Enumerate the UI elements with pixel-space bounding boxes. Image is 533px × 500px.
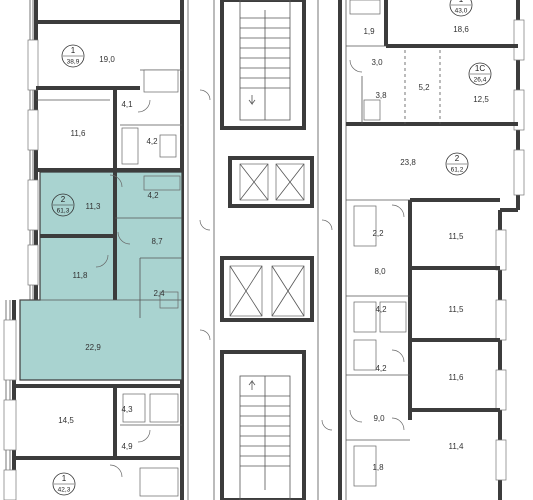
apartment-badge-bottom-left[interactable]: 1 42,3 xyxy=(52,472,76,496)
room-area: 4,9 xyxy=(121,442,133,451)
room-area: 9,0 xyxy=(373,414,385,423)
room-area: 11,5 xyxy=(449,232,465,241)
apartment-rooms: 1 xyxy=(71,46,76,55)
room-area: 4,2 xyxy=(375,364,387,373)
room-area: 11,6 xyxy=(71,129,87,138)
room-area: 11,8 xyxy=(73,271,89,280)
apartment-badge-selected[interactable]: 2 61,3 xyxy=(51,193,75,217)
apartment-area: 61,3 xyxy=(57,208,70,215)
room-area: 23,8 xyxy=(400,158,416,167)
room-area: 4,3 xyxy=(121,405,133,414)
room-area: 11,5 xyxy=(449,305,465,314)
selected-apartment-area[interactable] xyxy=(19,171,183,381)
apartment-badge-studio[interactable]: 1С 26,4 xyxy=(468,62,492,86)
room-area: 8,0 xyxy=(374,267,386,276)
room-area: 3,8 xyxy=(375,91,387,100)
room-area: 8,7 xyxy=(151,237,163,246)
room-area: 11,6 xyxy=(449,373,465,382)
apartment-rooms: 1С xyxy=(475,64,485,73)
right-block xyxy=(338,0,525,500)
left-block xyxy=(0,0,189,500)
room-area: 18,6 xyxy=(453,25,469,34)
room-area: 12,5 xyxy=(473,95,489,104)
room-area: 5,2 xyxy=(418,83,430,92)
stair-steps-bottom xyxy=(240,376,290,490)
apartment-badges: 1 38,9 2 61,3 1 42,3 1 43,0 1С 26,4 xyxy=(51,0,492,496)
apartment-badge-top-right[interactable]: 1 43,0 xyxy=(449,0,473,17)
room-area: 4,1 xyxy=(121,100,133,109)
apartment-rooms: 2 xyxy=(61,195,66,204)
central-core xyxy=(199,0,333,500)
apartment-rooms: 2 xyxy=(455,154,460,163)
room-area: 4,2 xyxy=(146,137,158,146)
apartment-area: 61,2 xyxy=(451,167,464,174)
apartment-badge-right[interactable]: 2 61,2 xyxy=(445,152,469,176)
apartment-area: 26,4 xyxy=(474,77,487,84)
room-labels: 19,0 4,1 11,6 4,2 11,3 4,2 8,7 11,8 2,4 … xyxy=(58,25,489,472)
room-area: 19,0 xyxy=(99,55,115,64)
apartment-rooms: 1 xyxy=(62,474,67,483)
room-area: 4,2 xyxy=(375,305,387,314)
room-area: 1,9 xyxy=(363,27,375,36)
room-area: 1,8 xyxy=(372,463,384,472)
apartment-badge-top-left[interactable]: 1 38,9 xyxy=(61,44,85,68)
apartment-area: 43,0 xyxy=(455,8,468,15)
room-area: 11,4 xyxy=(449,442,465,451)
room-area: 14,5 xyxy=(58,416,74,425)
room-area: 4,2 xyxy=(147,191,159,200)
room-area: 11,3 xyxy=(86,202,102,211)
room-area: 22,9 xyxy=(85,343,101,352)
room-area: 2,4 xyxy=(153,289,165,298)
apartment-area: 38,9 xyxy=(67,59,80,66)
apartment-area: 42,3 xyxy=(58,487,71,494)
room-area: 2,2 xyxy=(372,229,384,238)
apartment-rooms: 1 xyxy=(459,0,464,4)
room-area: 3,0 xyxy=(371,58,383,67)
stair-steps-top xyxy=(240,10,290,120)
